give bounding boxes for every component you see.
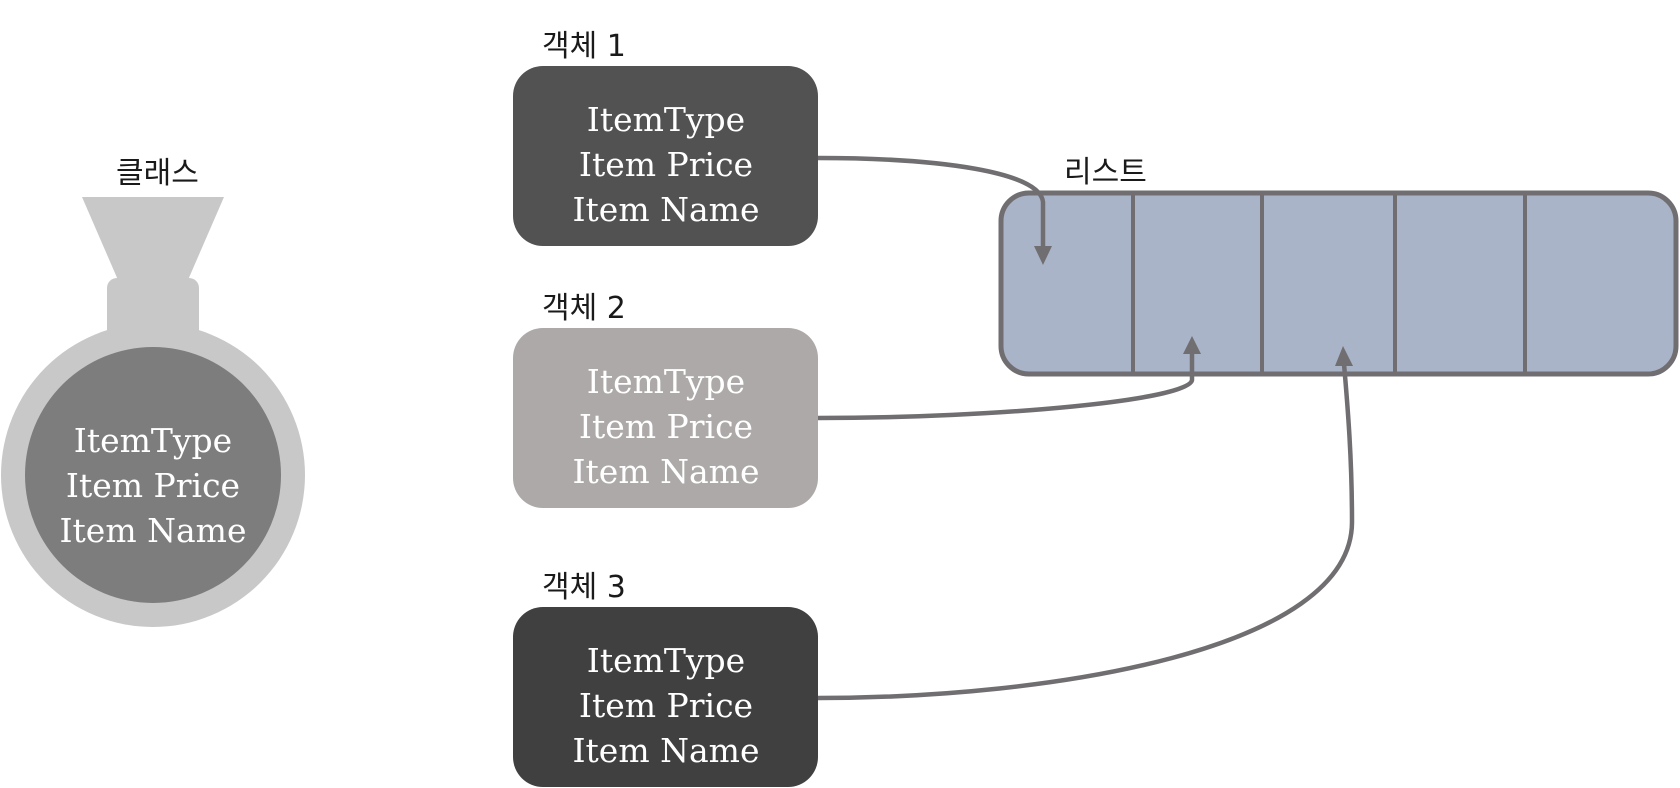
arrow-object-2-to-slot-2 (817, 336, 1201, 421)
object-2-box (513, 328, 818, 508)
class-field-item-name: Item Name (60, 511, 247, 550)
object-2-field-item-type: ItemType (587, 362, 745, 401)
object-2-field-item-name: Item Name (573, 452, 760, 491)
object-2-label: 객체 2 (542, 291, 626, 326)
list-label: 리스트 (1064, 155, 1147, 190)
object-1-field-item-price: Item Price (579, 145, 753, 184)
list-node: 리스트 (998, 155, 1679, 377)
object-3-label: 객체 3 (542, 570, 626, 605)
object-1-field-item-type: ItemType (587, 100, 745, 139)
arrow-object-1-to-slot-1 (817, 155, 1052, 265)
class-field-item-type: ItemType (74, 421, 232, 460)
class-core (25, 347, 281, 603)
object-node-3: 객체 3 ItemType Item Price Item Name (513, 570, 818, 787)
object-1-field-item-name: Item Name (573, 190, 760, 229)
object-3-field-item-price: Item Price (579, 686, 753, 725)
object-1-label: 객체 1 (542, 29, 626, 64)
class-node: 클래스 ItemType Item Price Item Name (1, 156, 305, 627)
list-container (998, 190, 1679, 377)
arrow-object-3-to-slot-3 (817, 346, 1355, 701)
class-label: 클래스 (116, 156, 199, 191)
object-3-box (513, 607, 818, 787)
class-field-item-price: Item Price (66, 466, 240, 505)
object-3-field-item-name: Item Name (573, 731, 760, 770)
object-2-field-item-price: Item Price (579, 407, 753, 446)
object-node-2: 객체 2 ItemType Item Price Item Name (513, 291, 818, 508)
object-node-1: 객체 1 ItemType Item Price Item Name (513, 29, 818, 246)
object-1-box (513, 66, 818, 246)
class-funnel (82, 197, 224, 280)
object-3-field-item-type: ItemType (587, 641, 745, 680)
